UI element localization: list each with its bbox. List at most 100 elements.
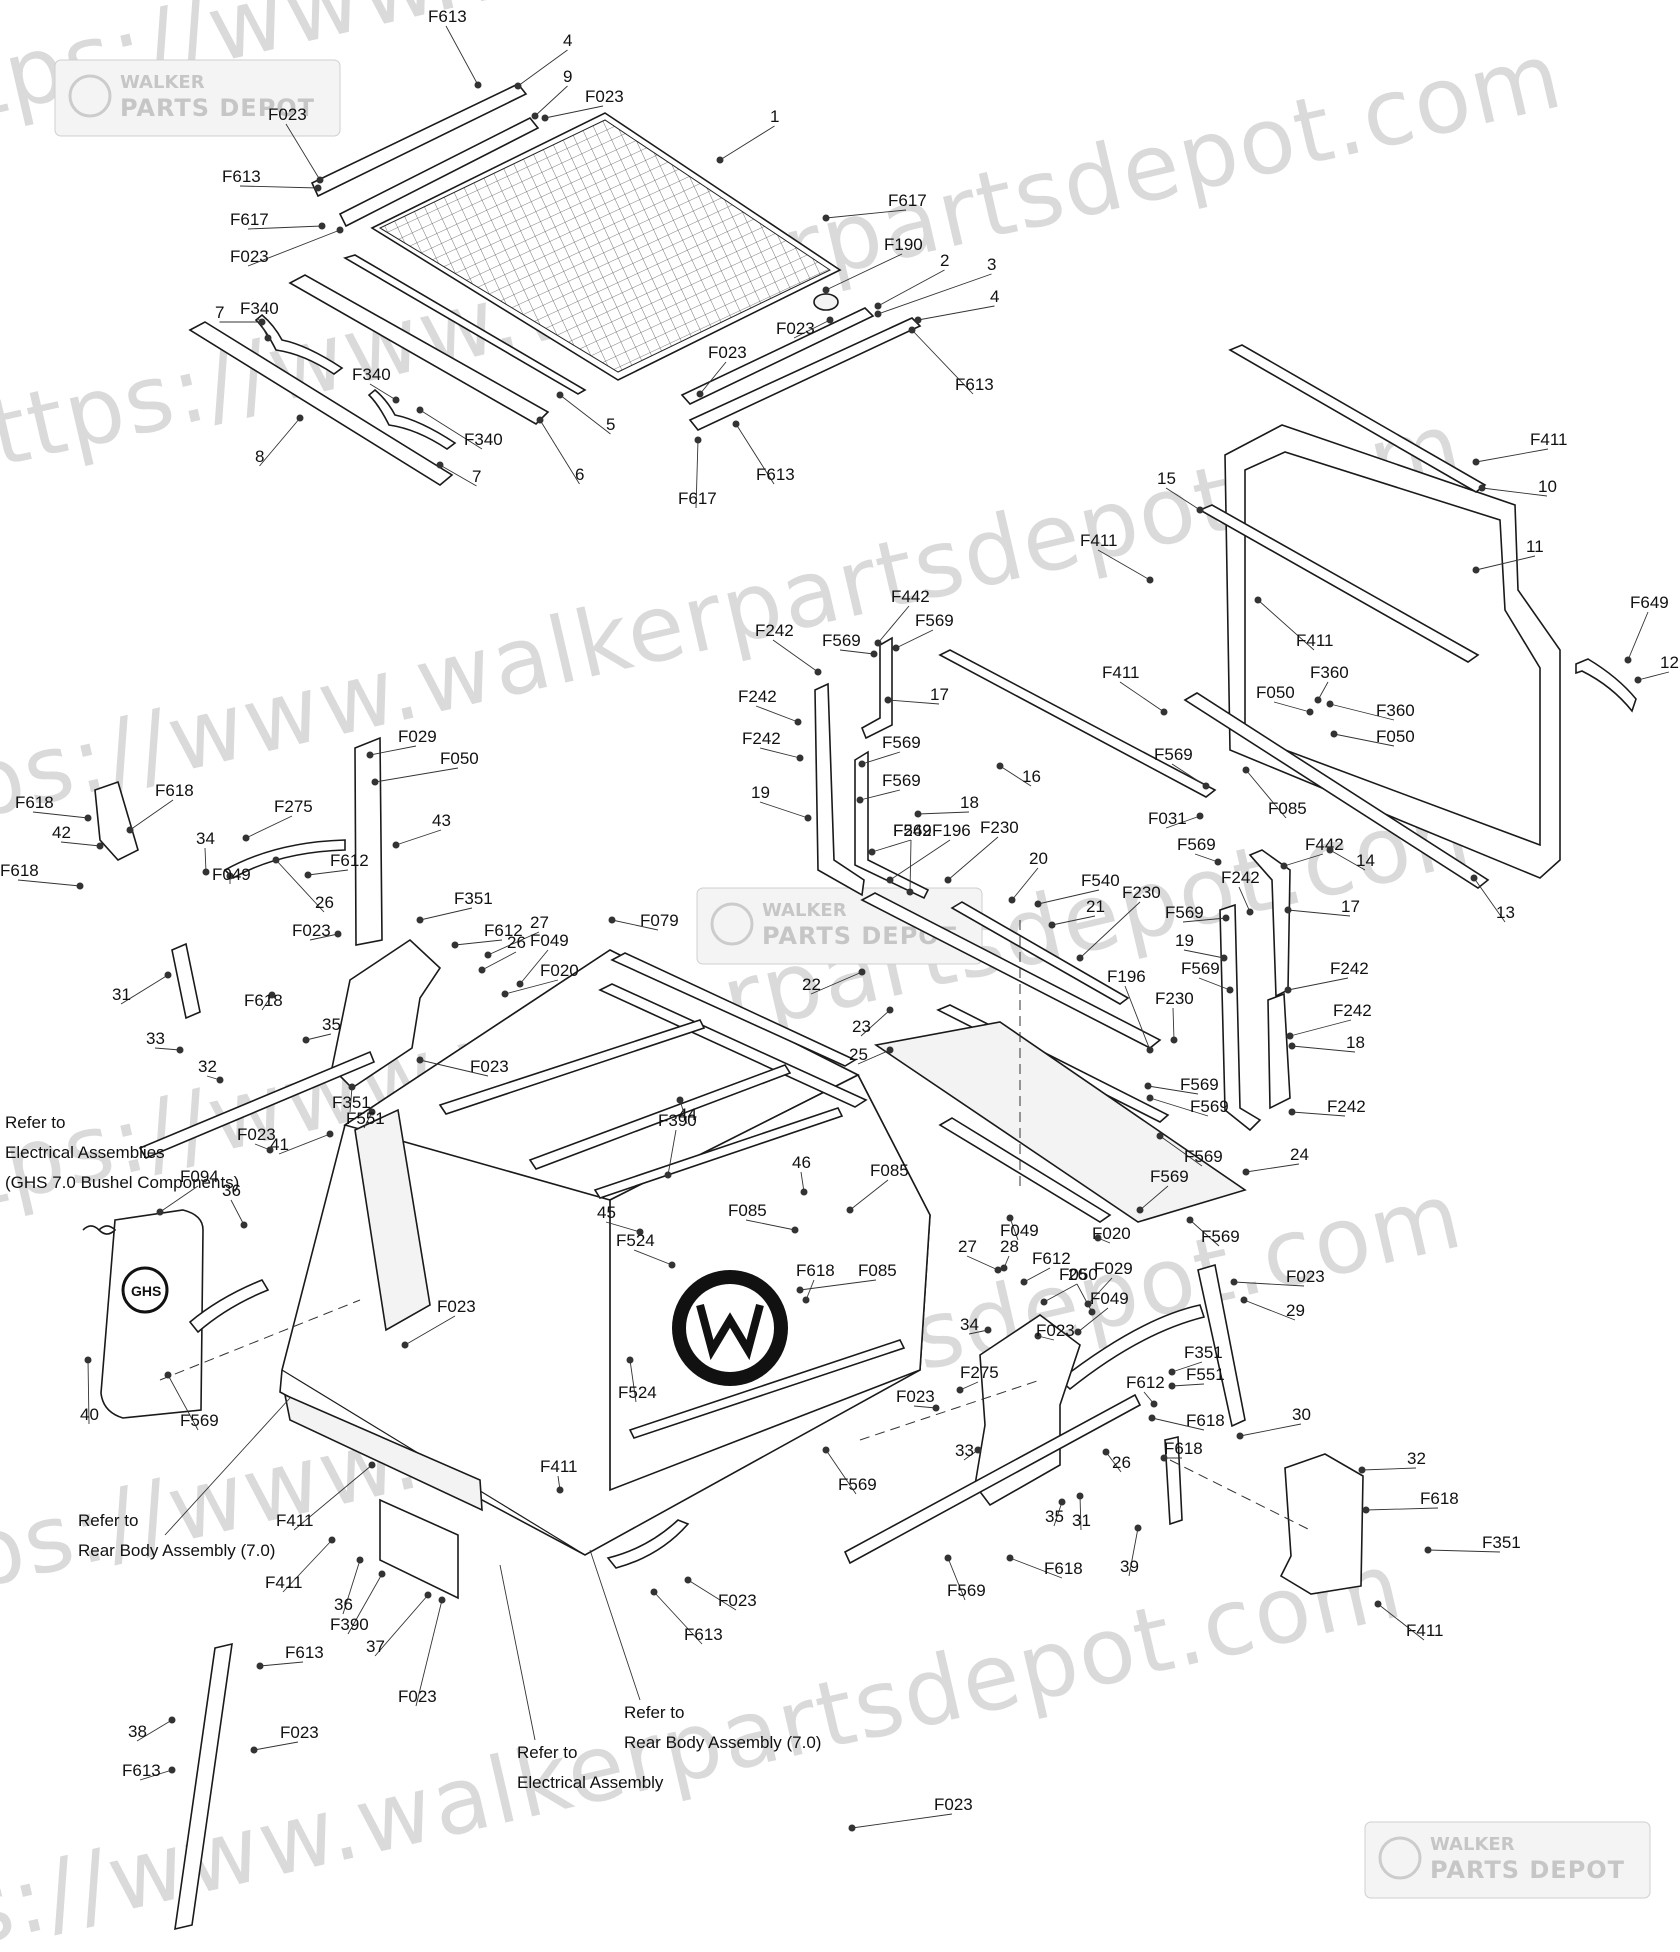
fastener-icon — [1284, 986, 1292, 994]
callout-label: F613 — [756, 465, 795, 484]
callout-label: F569 — [882, 733, 921, 752]
leader-line — [1333, 733, 1395, 747]
fastener-icon — [416, 406, 424, 414]
callout-label: F023 — [1286, 1267, 1325, 1286]
strip-20 — [950, 901, 1130, 1005]
callout-label: F540 — [1081, 871, 1120, 890]
callout: 24 — [1242, 1145, 1309, 1176]
callout-label: 19 — [751, 783, 770, 802]
callout-label: F023 — [437, 1297, 476, 1316]
leader-line — [805, 1279, 815, 1301]
bar-44b — [610, 952, 857, 1067]
callout: F242 — [868, 821, 932, 856]
leader-line — [825, 1449, 857, 1495]
callout-label: F569 — [915, 611, 954, 630]
fastener-icon — [314, 184, 322, 192]
fastener-icon — [1088, 1308, 1096, 1316]
leader-line — [369, 383, 397, 401]
fastener-icon — [826, 316, 834, 324]
callout: 25 — [849, 1045, 894, 1065]
leader-line — [1329, 703, 1395, 721]
leader-line — [1053, 1501, 1063, 1527]
callout: F351 — [332, 1083, 371, 1113]
callout-label: F029 — [398, 727, 437, 746]
leader-line — [895, 629, 934, 649]
callout-label: 7 — [472, 467, 481, 486]
fastener-icon — [478, 966, 486, 974]
callout: F618 — [796, 1261, 835, 1304]
leader-line — [247, 229, 341, 267]
callout-label: F242 — [1330, 959, 1369, 978]
leader-line — [1287, 977, 1349, 991]
callout-label: 13 — [1496, 903, 1515, 922]
fastener-icon — [886, 1046, 894, 1054]
fastener-icon — [676, 1096, 684, 1104]
fastener-icon — [1314, 696, 1322, 704]
callout-label: 4 — [563, 31, 572, 50]
callout: 42 — [52, 823, 104, 850]
fastener-icon — [268, 991, 276, 999]
note-line: Electrical Assemblies — [5, 1143, 165, 1162]
bracket-18-right — [1267, 992, 1291, 1110]
callout-label: F618 — [0, 861, 39, 880]
callout: F029 — [366, 727, 437, 759]
callout: F242 — [1286, 1001, 1372, 1040]
handle-12 — [1575, 658, 1637, 713]
callout: 2 — [874, 251, 949, 310]
callout-label: F618 — [1044, 1559, 1083, 1578]
leader-line — [1051, 915, 1096, 926]
callout: F340 — [352, 365, 400, 404]
leader-line — [374, 767, 459, 783]
callout: F612 — [451, 921, 523, 949]
fastener-icon — [908, 326, 916, 334]
bracket-42 — [94, 780, 139, 861]
fastener-icon — [1220, 954, 1228, 962]
leader-line — [887, 699, 940, 705]
callout: F023 — [848, 1795, 973, 1832]
callout: F242 — [1288, 1097, 1366, 1117]
leader-line — [374, 1594, 429, 1657]
fastener-icon — [556, 391, 564, 399]
callout-label: F023 — [1036, 1321, 1075, 1340]
side-rail-3 — [680, 307, 875, 405]
fastener-icon — [1288, 1108, 1296, 1116]
fastener-icon — [1240, 1296, 1248, 1304]
callout: F618 — [1148, 1411, 1225, 1431]
callout-label: 5 — [606, 415, 615, 434]
leader-line — [481, 951, 517, 971]
callout-label: F618 — [15, 793, 54, 812]
callout: F617 — [678, 436, 717, 509]
callout: F569 — [1156, 1132, 1223, 1167]
leader-line — [1329, 849, 1366, 871]
leader-line — [1087, 1277, 1113, 1305]
leader-line — [1079, 901, 1141, 959]
callout: 36 — [222, 1181, 248, 1229]
fastener-icon — [1236, 1432, 1244, 1440]
fastener-icon — [1634, 676, 1642, 684]
callout: 4 — [914, 287, 999, 324]
callout-label: F613 — [222, 167, 261, 186]
callout-label: 3 — [987, 255, 996, 274]
callout: F618 — [1006, 1554, 1083, 1579]
note-electrical-assembly: Refer to Electrical Assembly — [499, 1564, 664, 1792]
callout: 26 — [272, 856, 334, 913]
watermark-badge-bottom-right: WALKER PARTS DEPOT — [1364, 1821, 1651, 1899]
arm-26-right — [1058, 1304, 1206, 1391]
rail-35-right — [843, 1393, 1142, 1565]
fastener-icon — [1246, 908, 1254, 916]
fastener-icon — [822, 286, 830, 294]
fastener-icon — [794, 718, 802, 726]
fastener-icon — [626, 1356, 634, 1364]
fastener-icon — [326, 1130, 334, 1138]
callout: F023 — [230, 226, 344, 267]
callout-label: F569 — [1180, 1075, 1219, 1094]
handle-36-left — [188, 1279, 270, 1334]
leader-line — [825, 253, 903, 291]
callout-label: 8 — [255, 447, 264, 466]
leader-line — [687, 1579, 737, 1611]
callout-label: 25 — [849, 1045, 868, 1064]
callout-label: F649 — [1630, 593, 1669, 612]
callout: 22 — [802, 968, 866, 995]
callout-label: F031 — [1148, 809, 1187, 828]
callout-label: F569 — [1165, 903, 1204, 922]
